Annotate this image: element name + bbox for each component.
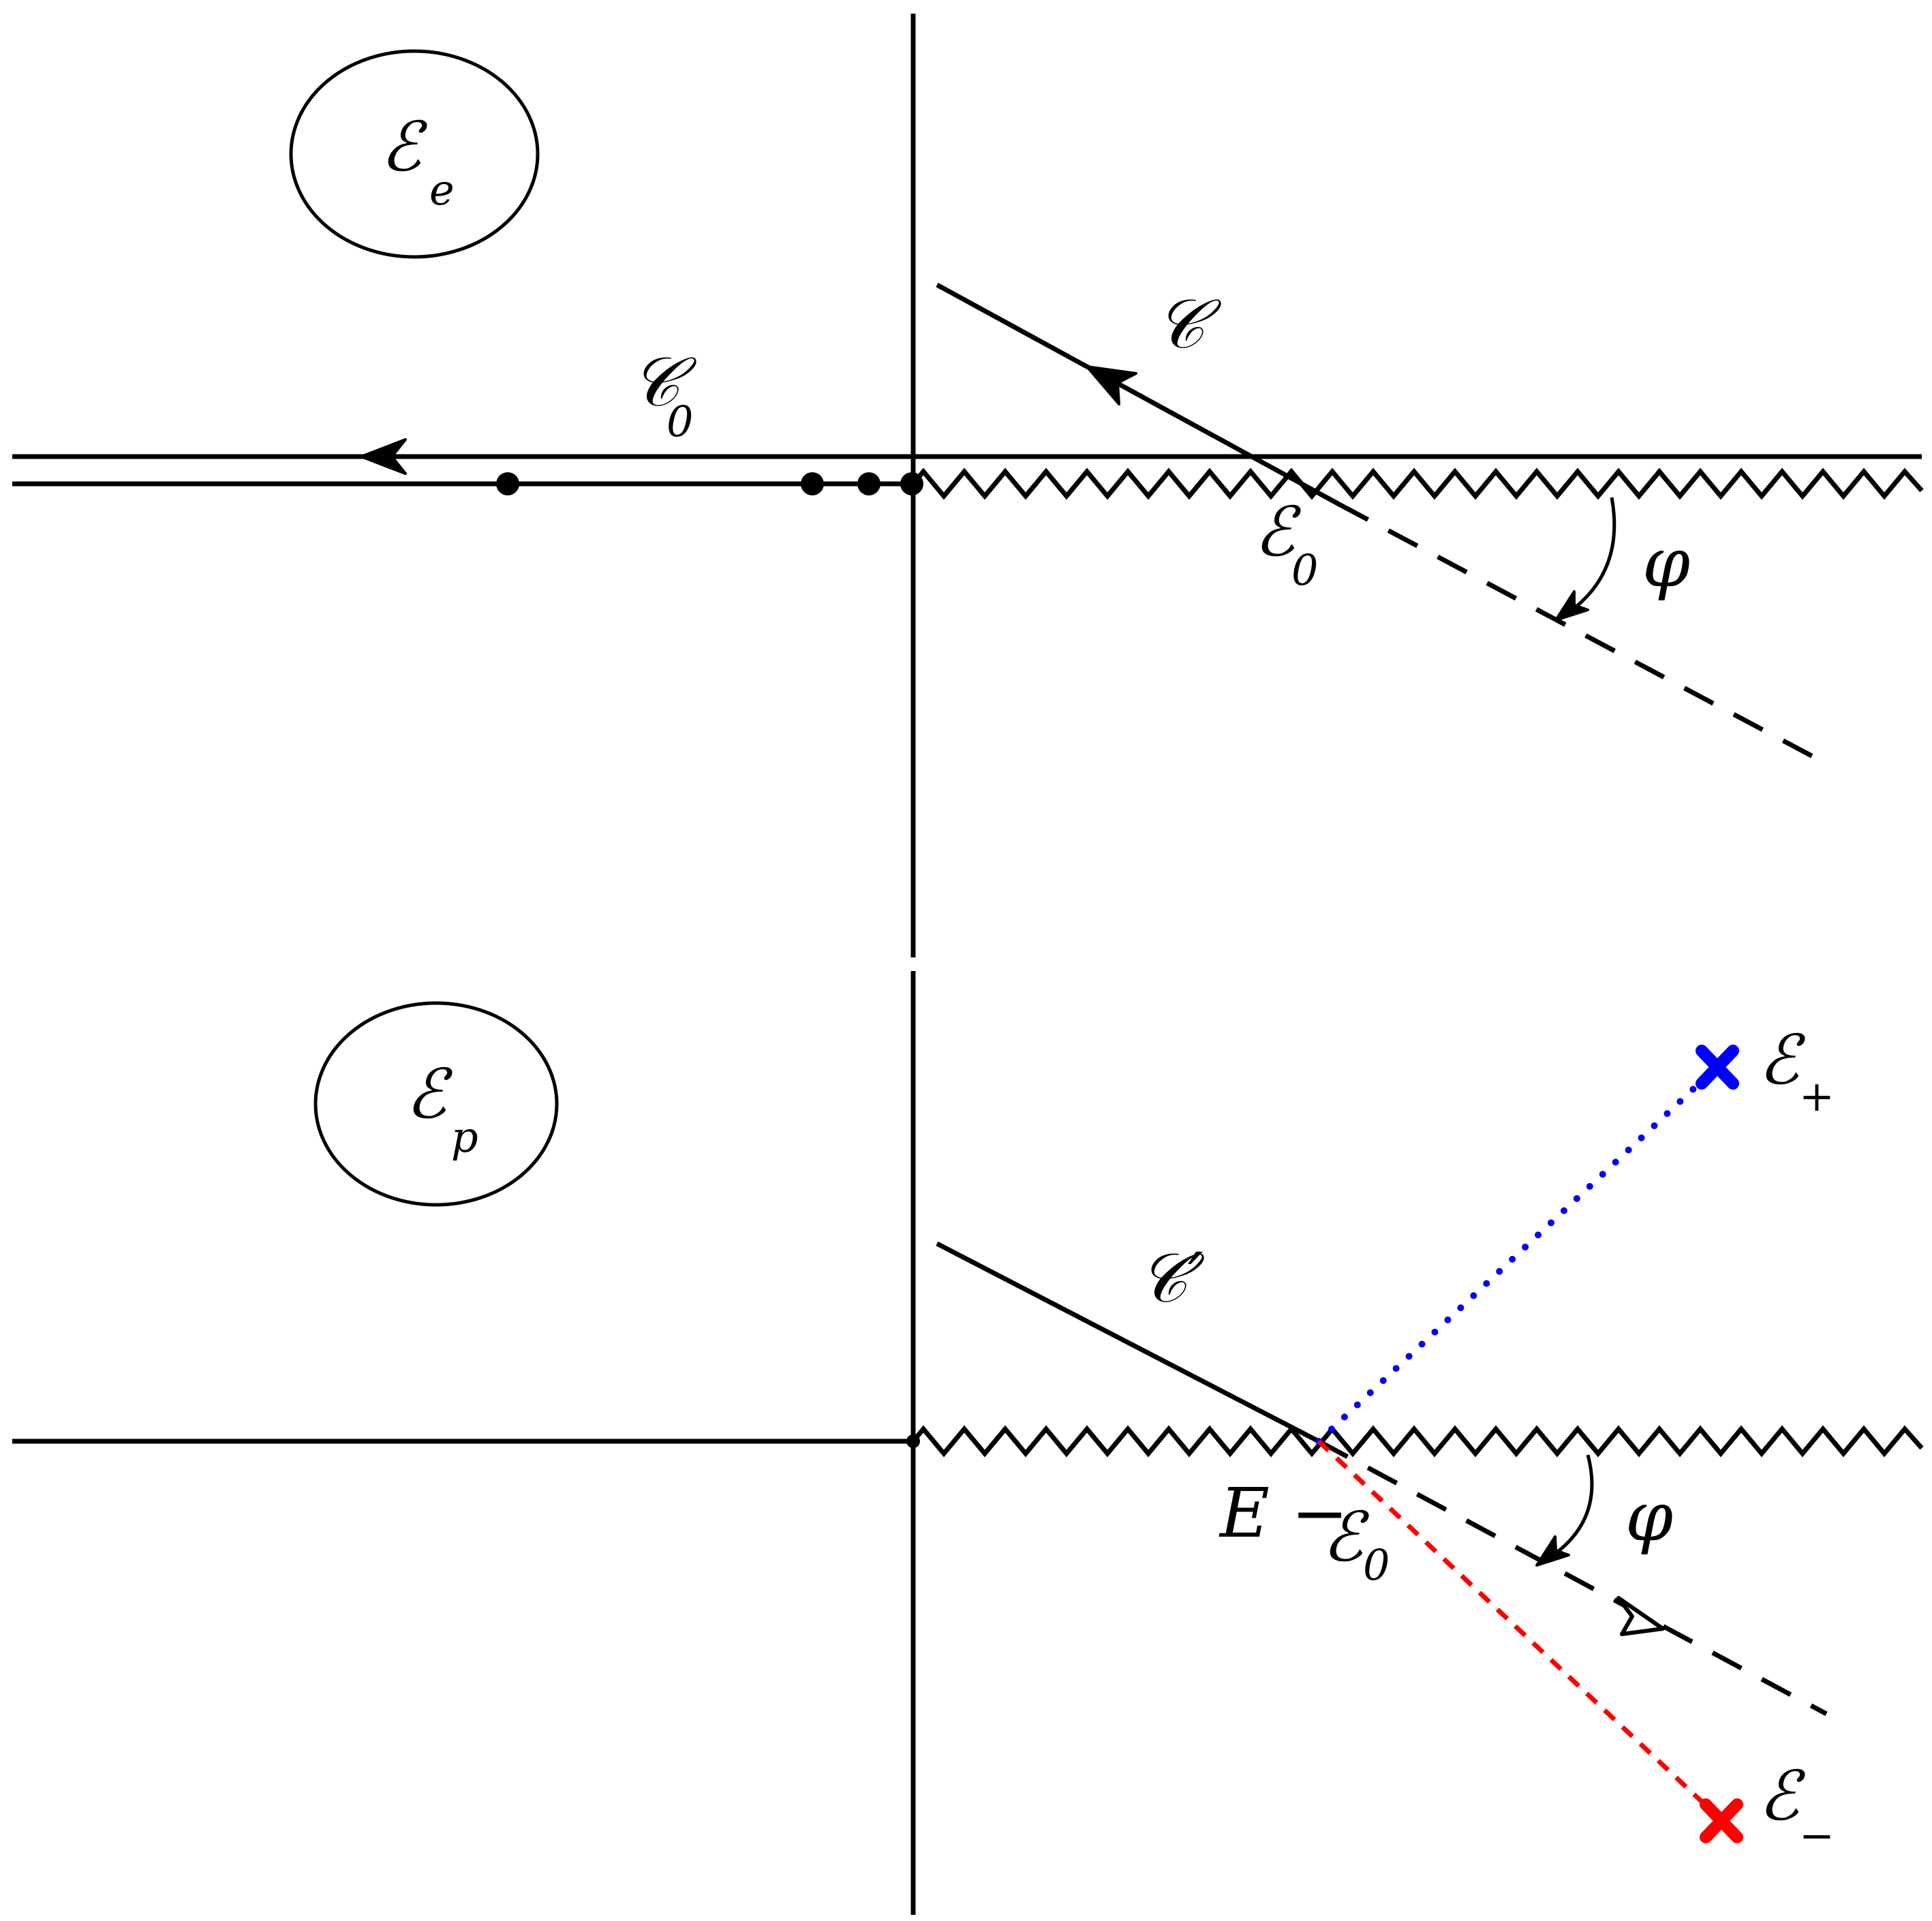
top-branch-point-label: ℰ <box>1254 492 1302 572</box>
region-ep-label: ℰ <box>405 1054 453 1134</box>
bottom-rotated-ray <box>1317 1439 1828 1717</box>
bottom-panel: ℰ p 𝒞′ E − ℰ 0 φ ℰ + <box>12 971 1924 1915</box>
top-angle-arrow <box>1554 590 1589 621</box>
bottom-branch-point-label: ℰ <box>1322 1497 1370 1577</box>
pole-plus-subscript: + <box>1799 1071 1835 1121</box>
top-rotated-ray <box>1338 502 1814 759</box>
top-angle-label: φ <box>1642 523 1690 602</box>
bottom-branch-point-prefix: E − <box>1218 1473 1349 1553</box>
contour-c-arrow <box>1086 365 1137 405</box>
contour-c-line <box>936 282 1340 507</box>
contour-c-prime-line <box>936 1241 1320 1444</box>
pole-dot-1 <box>496 472 519 495</box>
bottom-branch-point-subscript: 0 <box>1363 1540 1390 1590</box>
top-branch-point-subscript: 0 <box>1291 545 1318 595</box>
bottom-angle-arc <box>1549 1454 1594 1559</box>
pole-plus-path <box>1315 1063 1721 1445</box>
region-ep-ellipse <box>313 1001 559 1207</box>
contour-c-label: 𝒞 <box>1155 284 1222 364</box>
region-ee-label: ℰ <box>380 107 428 187</box>
pole-dot-2 <box>801 472 824 495</box>
pole-minus-cross <box>1700 1798 1743 1843</box>
top-branch-cut <box>911 467 1924 500</box>
bottom-angle-label: φ <box>1625 1477 1673 1556</box>
pole-plus-cross <box>1696 1045 1739 1090</box>
region-ee-subscript: e <box>429 165 455 215</box>
pole-minus-path <box>1317 1439 1723 1822</box>
region-ee-ellipse <box>289 49 540 259</box>
bottom-ray-arrow <box>1616 1596 1665 1636</box>
top-angle-arc <box>1566 497 1616 615</box>
bottom-branch-cut <box>911 1425 1924 1458</box>
pole-minus-subscript: − <box>1799 1811 1835 1860</box>
contour-c0-arrow <box>360 438 407 475</box>
pole-plus-label: ℰ <box>1758 1020 1806 1100</box>
bottom-angle-arrow <box>1535 1535 1570 1567</box>
contour-c-prime-label: 𝒞′ <box>1138 1238 1205 1318</box>
region-ep-subscript: p <box>451 1112 478 1162</box>
pole-dot-3 <box>857 472 880 495</box>
top-panel: ℰ e 𝒞 0 𝒞 ℰ 0 φ <box>12 14 1924 957</box>
contour-c0-subscript: 0 <box>666 397 693 446</box>
pole-minus-label: ℰ <box>1758 1756 1806 1836</box>
